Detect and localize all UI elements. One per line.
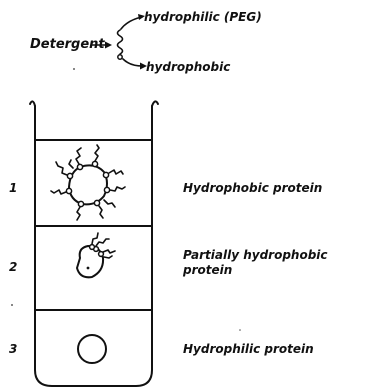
protein-body-icon [77,246,103,277]
row-1-label: Hydrophobic protein [183,181,322,195]
detergent-arrowhead [105,42,112,49]
row-3: 3 Hydrophilic protein [9,335,314,363]
row-1-number: 1 [9,181,17,195]
row-2-label-line-1: Partially hydrophobic [183,248,328,262]
protein-core-icon [69,165,107,204]
row-2-label-line-2: protein [182,263,232,277]
detergent-legend: Detergent hydrophilic (PEG) hydrophobic [30,10,262,74]
row-3-number: 3 [9,342,17,356]
scan-speck [239,329,241,331]
hydrophobic-protein-micelle-icon [51,145,125,220]
detergent-molecule-icon [118,30,123,54]
scan-speck [73,68,75,70]
partially-hydrophobic-protein-icon [77,233,115,277]
hydrophilic-label: hydrophilic (PEG) [144,10,262,24]
row-3-label: Hydrophilic protein [183,342,314,356]
test-tube [30,101,158,386]
row-1: 1 Hydrophobic protein [9,145,322,220]
tube-rim-left [30,101,35,106]
hydrophobic-label: hydrophobic [146,60,230,74]
tube-rim-right [152,101,158,106]
row-2: 2 Partially hydrophobic protein [9,233,328,277]
row-2-number: 2 [9,260,17,274]
detergent-head-icon [118,55,122,59]
hydrophilic-protein-icon [78,335,106,363]
scan-speck [11,304,13,306]
